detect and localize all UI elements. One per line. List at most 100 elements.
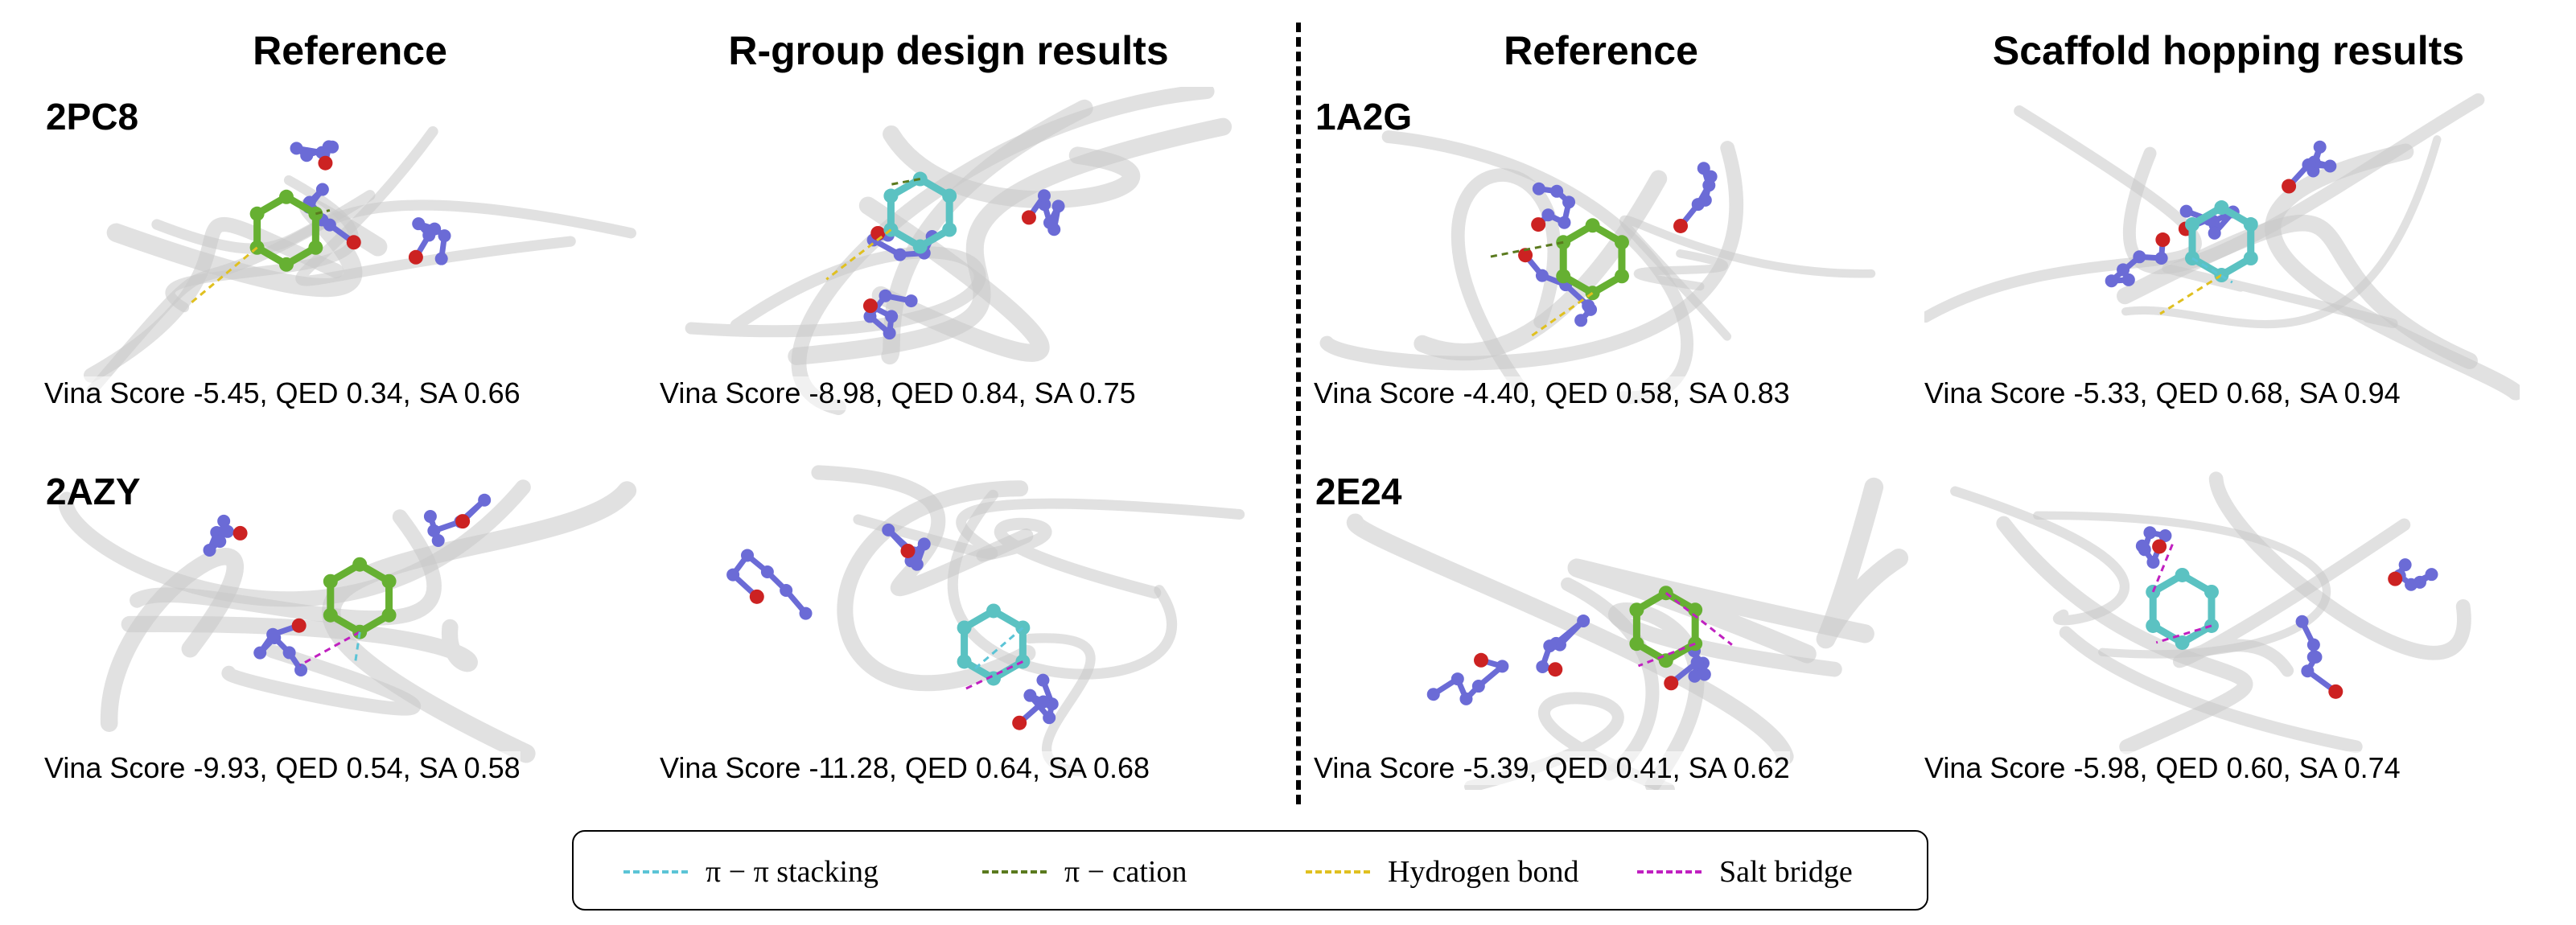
- protein-ribbon: [1319, 141, 1743, 371]
- residue-atom: [780, 584, 793, 598]
- interaction-line: [2155, 624, 2212, 644]
- residue-atom: [2143, 526, 2157, 540]
- panel-2azy-reference: 2AZY Vina Score -9.93, QED 0.54, SA 0.58: [44, 462, 640, 790]
- ligand-atom: [1629, 636, 1644, 652]
- pdb-id-label: 2E24: [1315, 471, 1402, 512]
- residue-atom: [1036, 673, 1050, 687]
- legend-label: Salt bridge: [1719, 855, 1853, 889]
- ligand-atom: [1688, 636, 1703, 652]
- protein-ribbon: [86, 190, 376, 397]
- molecular-scene: [58, 479, 637, 763]
- molecular-scene: [84, 125, 636, 397]
- pdb-id-label: 2AZY: [46, 471, 141, 512]
- column-title-rgroup-results: R-group design results: [728, 28, 1169, 73]
- oxygen-atom: [408, 249, 423, 265]
- residue-atom: [266, 627, 280, 641]
- residue-atom: [2121, 273, 2135, 286]
- ligand-atom: [1015, 620, 1031, 635]
- residue-atom: [423, 510, 437, 524]
- ligand-atom: [2243, 251, 2258, 266]
- residue-atom: [1496, 660, 1509, 673]
- residue-atom: [1550, 184, 1564, 198]
- panel-2azy-rgroup: Vina Score -11.28, QED 0.64, SA 0.68: [660, 462, 1255, 790]
- score-caption: Vina Score -4.40, QED 0.58, SA 0.83: [1314, 376, 1790, 410]
- residue-atom: [2309, 650, 2323, 664]
- molecular-scene: [1950, 471, 2471, 754]
- residue-atom: [203, 543, 216, 557]
- score-caption: Vina Score -9.93, QED 0.54, SA 0.58: [44, 751, 521, 785]
- residue-atom: [1577, 614, 1590, 627]
- residue-atom: [1688, 669, 1702, 683]
- ligand-atom: [942, 222, 957, 237]
- residue-atom: [1543, 639, 1557, 653]
- ligand-atom: [942, 188, 957, 204]
- residue-atom: [1043, 216, 1056, 229]
- residue-atom: [1023, 689, 1037, 702]
- residue-atom: [412, 217, 426, 231]
- legend-label: π − cation: [1064, 855, 1187, 889]
- ligand-atom: [381, 574, 397, 589]
- residue-atom: [1051, 199, 1065, 213]
- legend-swatch: [1637, 870, 1702, 874]
- residue-atom: [438, 229, 451, 243]
- score-caption: Vina Score -5.33, QED 0.68, SA 0.94: [1924, 376, 2401, 410]
- protein-ribbon: [2121, 135, 2442, 329]
- residue-atom: [885, 310, 899, 323]
- score-caption: Vina Score -11.28, QED 0.64, SA 0.68: [660, 751, 1150, 785]
- protein-ribbon: [1950, 486, 2130, 626]
- residue-atom: [882, 523, 895, 536]
- protein-ribbon: [1414, 170, 1668, 361]
- pdb-id-label: 2PC8: [46, 96, 139, 138]
- panel-2pc8-reference: 2PC8 Vina Score -5.45, QED 0.34, SA 0.66: [44, 87, 640, 415]
- interaction-line: [2159, 273, 2223, 315]
- residue-atom: [253, 646, 267, 660]
- residue-atom: [1451, 672, 1464, 686]
- residue-atom: [1459, 692, 1473, 705]
- ligand-atom: [1556, 269, 1571, 284]
- ligand-atom: [1614, 269, 1629, 284]
- oxygen-atom: [291, 618, 307, 633]
- residue-atom: [1535, 269, 1549, 282]
- interaction-line: [825, 228, 892, 281]
- residue-atom: [879, 289, 892, 302]
- protein-ribbon: [1346, 513, 1794, 766]
- residue-atom: [1582, 299, 1595, 313]
- ligand-atom: [352, 557, 368, 572]
- legend-swatch: [982, 870, 1047, 874]
- molecular-scene: [1319, 130, 1876, 405]
- residue-atom: [282, 646, 296, 660]
- interaction-legend: π − π stacking π − cation Hydrogen bond …: [572, 830, 1928, 911]
- interaction-line: [2191, 257, 2233, 284]
- ligand-atom: [1688, 602, 1703, 618]
- residue-atom: [294, 663, 308, 676]
- residue-atom: [217, 514, 231, 528]
- protein-ribbon: [130, 509, 442, 626]
- residue-atom: [2323, 159, 2337, 173]
- oxygen-atom: [2282, 179, 2297, 194]
- protein-ribbon: [322, 481, 637, 763]
- residue-atom: [1690, 656, 1704, 669]
- column-title-scaffold-hopping-results: Scaffold hopping results: [1992, 28, 2465, 73]
- residue-atom: [322, 140, 335, 154]
- ligand-atom: [2204, 584, 2219, 599]
- panel-1a2g-scaffold: Vina Score -5.33, QED 0.68, SA 0.94: [1924, 87, 2520, 415]
- oxygen-atom: [1548, 662, 1563, 677]
- residue-atom: [1541, 208, 1555, 222]
- ligand-atom: [278, 257, 294, 272]
- oxygen-atom: [2328, 684, 2344, 699]
- ligand-atom: [1585, 286, 1600, 301]
- protein-ribbon: [788, 117, 1232, 365]
- protein-ribbon: [883, 125, 1141, 209]
- residue-atom: [863, 310, 877, 323]
- residue-atom: [220, 524, 234, 538]
- legend-swatch: [623, 870, 688, 874]
- oxygen-atom: [1012, 715, 1027, 730]
- residue-atom: [1532, 182, 1545, 195]
- residue-atom: [213, 535, 227, 549]
- residue-atom: [1043, 711, 1056, 725]
- ligand-atom: [2175, 635, 2190, 650]
- legend-label: π − π stacking: [706, 855, 879, 889]
- residue-atom: [883, 327, 896, 340]
- residue-atom: [1536, 660, 1549, 673]
- molecular-scene: [1346, 477, 1909, 790]
